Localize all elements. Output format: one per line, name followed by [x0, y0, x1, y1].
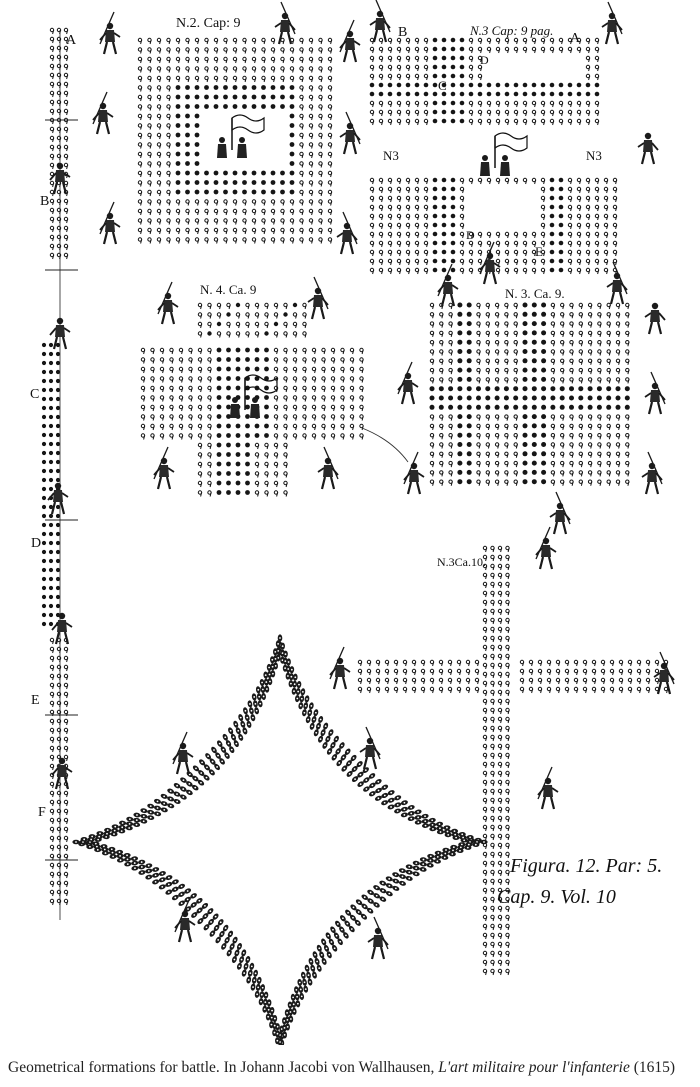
caption-book-title: L'art militaire pour l'infanterie — [438, 1059, 630, 1076]
label-n3-left: N3 — [383, 148, 399, 163]
label-c-left: C — [30, 387, 39, 402]
caption-year: (1615) — [633, 1059, 676, 1076]
formations — [41, 27, 669, 1045]
label-e-mid: E — [535, 244, 543, 259]
label-f-left: F — [38, 805, 46, 820]
label-n3-right: N3 — [586, 148, 602, 163]
label-d-left: D — [31, 536, 41, 551]
soldiers — [47, 0, 675, 960]
label-n3-ca9: N. 3. Ca. 9. — [505, 286, 565, 301]
label-d-mid: D — [466, 228, 475, 242]
label-c-top: C — [438, 78, 447, 93]
figure-label-line1: Figura. 12. Par: 5. — [509, 855, 662, 877]
label-a-left: A — [66, 33, 77, 48]
label-b-top: B — [398, 25, 407, 40]
label-n3-top: N.3 Cap: 9 pag. — [469, 23, 553, 38]
engraving-plate: N.2. Cap: 9 N.3 Cap: 9 pag. A A B B C C … — [30, 0, 675, 1045]
label-n3-ca10: N.3Ca.10. — [437, 555, 486, 569]
label-e-left: E — [31, 693, 40, 708]
caption-text: Geometrical formations for battle. In Jo… — [8, 1059, 435, 1076]
label-a-right: A — [570, 31, 581, 46]
label-d-top: D — [480, 53, 489, 67]
label-n2: N.2. Cap: 9 — [176, 16, 241, 31]
image-caption: Geometrical formations for battle. In Jo… — [8, 1058, 698, 1078]
label-b-left: B — [40, 194, 49, 209]
figure-label-line2: Cap. 9. Vol. 10 — [497, 886, 616, 908]
label-n4: N. 4. Ca. 9 — [200, 282, 256, 297]
